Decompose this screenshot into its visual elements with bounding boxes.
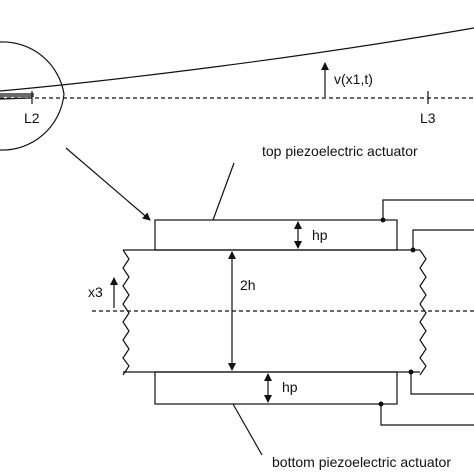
top-piezo-layer [154, 219, 398, 251]
beam-right-break [419, 249, 427, 376]
bottom-piezo-layer [154, 371, 398, 405]
zoom-circle [0, 41, 65, 151]
top-wire-outer [382, 199, 474, 220]
bottom-actuator-leader [232, 403, 263, 456]
thickness-label: 2h [240, 277, 256, 293]
bottom-actuator-label: bottom piezoelectric actuator [272, 454, 451, 470]
deflected-beam-curve [0, 27, 474, 92]
zoom-arrow [65, 147, 151, 221]
top-actuator-label: top piezoelectric actuator [262, 143, 418, 159]
bottom-wire-inner [410, 372, 474, 395]
hp-bottom-label: hp [282, 379, 298, 395]
x3-label: x3 [88, 284, 103, 300]
l3-label: L3 [420, 110, 436, 126]
top-actuator-leader [212, 162, 235, 221]
beam-left-break [122, 249, 130, 376]
deflection-label: v(x1,t) [334, 71, 373, 87]
bottom-wire-outer [380, 404, 474, 426]
l2-label: L2 [24, 110, 40, 126]
top-wire-inner [412, 229, 474, 250]
hp-top-label: hp [312, 227, 328, 243]
beam-root-line-3 [0, 97, 31, 100]
